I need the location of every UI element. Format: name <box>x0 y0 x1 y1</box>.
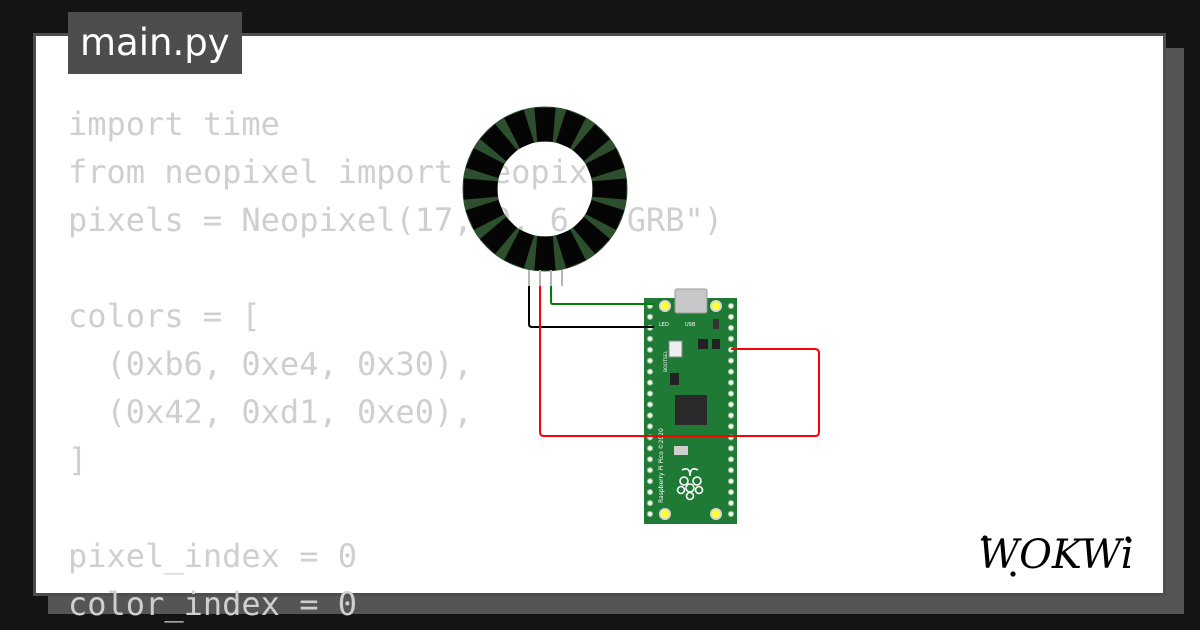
wire-ground <box>528 286 654 328</box>
pico-pin[interactable] <box>727 478 735 485</box>
code-line: color_index = 0 <box>68 585 357 623</box>
neopixel-led <box>534 236 556 271</box>
neopixel-led <box>573 217 610 254</box>
rp2040-chip <box>675 395 707 425</box>
neopixel-led <box>556 229 586 269</box>
code-line: pixel_index = 0 <box>68 537 357 575</box>
neopixel-ring[interactable] <box>462 106 628 272</box>
pico-pin[interactable] <box>727 390 735 397</box>
neopixel-led <box>463 178 498 200</box>
pico-pin[interactable] <box>646 335 654 342</box>
pico-pin[interactable] <box>727 357 735 364</box>
code-line: colors = [ <box>68 297 261 335</box>
pico-pin[interactable] <box>646 467 654 474</box>
wokwi-logo-text: WOKWi <box>978 532 1134 578</box>
pico-pin[interactable] <box>727 456 735 463</box>
pico-pin[interactable] <box>646 346 654 353</box>
pico-pin[interactable] <box>727 324 735 331</box>
bootsel-button[interactable] <box>668 340 683 358</box>
code-line: (0x42, 0xd1, 0xe0), <box>68 393 473 431</box>
pico-pin[interactable] <box>646 357 654 364</box>
pico-pin[interactable] <box>646 401 654 408</box>
pico-pin[interactable] <box>727 489 735 496</box>
pico-pin[interactable] <box>727 423 735 430</box>
code-line: import time <box>68 105 280 143</box>
pico-pin[interactable] <box>727 510 735 518</box>
mount-hole <box>659 508 671 520</box>
pico-board[interactable]: LED USB BOOTSEL Raspberry Pi Pico ©2020 <box>644 288 737 524</box>
wires[interactable] <box>528 286 820 437</box>
neopixel-led <box>465 148 505 178</box>
mount-hole <box>710 508 722 520</box>
pico-pin[interactable] <box>646 456 654 463</box>
usb-connector <box>674 288 708 314</box>
wire-signal <box>550 286 654 305</box>
mount-hole <box>710 300 722 312</box>
neopixel-led <box>480 217 517 254</box>
pico-pin[interactable] <box>646 412 654 419</box>
pico-pin[interactable] <box>646 500 654 507</box>
code-line: (0xb6, 0xe4, 0x30), <box>68 345 473 383</box>
pico-pin[interactable] <box>727 412 735 419</box>
mount-hole <box>659 300 671 312</box>
pico-pin[interactable] <box>727 500 735 507</box>
led-label: LED <box>659 322 669 328</box>
board-label: Raspberry Pi Pico ©2020 <box>658 428 665 503</box>
pico-pin[interactable] <box>646 313 654 320</box>
code-line: ] <box>68 441 88 479</box>
pico-pin[interactable] <box>727 368 735 375</box>
neopixel-led <box>534 107 556 142</box>
neopixel-led <box>480 124 517 161</box>
pico-pin[interactable] <box>646 510 654 518</box>
pico-pin[interactable] <box>646 423 654 430</box>
pico-pin[interactable] <box>646 368 654 375</box>
wokwi-logo: WOKWi <box>978 532 1134 578</box>
neopixel-led <box>592 178 627 200</box>
pico-pin[interactable] <box>727 335 735 342</box>
pico-pin[interactable] <box>646 379 654 386</box>
file-tab: main.py <box>68 12 242 74</box>
neopixel-led <box>504 229 534 269</box>
pico-pin[interactable] <box>646 489 654 496</box>
neopixel-led <box>573 124 610 161</box>
pico-pin[interactable] <box>727 313 735 320</box>
neopixel-led <box>556 109 586 149</box>
neopixel-led <box>585 200 625 230</box>
pico-pin[interactable] <box>727 445 735 452</box>
ring-pixels <box>463 107 627 271</box>
bootsel-label: BOOTSEL <box>663 350 669 372</box>
raspberry-logo <box>676 468 704 501</box>
neopixel-led <box>504 109 534 149</box>
pico-pin[interactable] <box>727 467 735 474</box>
pico-pin[interactable] <box>727 379 735 386</box>
neopixel-led <box>585 148 625 178</box>
pico-pin[interactable] <box>646 390 654 397</box>
pico-pin[interactable] <box>646 445 654 452</box>
ring-pins <box>528 270 563 286</box>
wire-power <box>539 286 820 437</box>
pico-pin[interactable] <box>727 302 735 310</box>
pico-pin[interactable] <box>646 478 654 485</box>
pico-pin[interactable] <box>727 401 735 408</box>
neopixel-led <box>465 200 505 230</box>
usb-label: USB <box>685 322 696 328</box>
